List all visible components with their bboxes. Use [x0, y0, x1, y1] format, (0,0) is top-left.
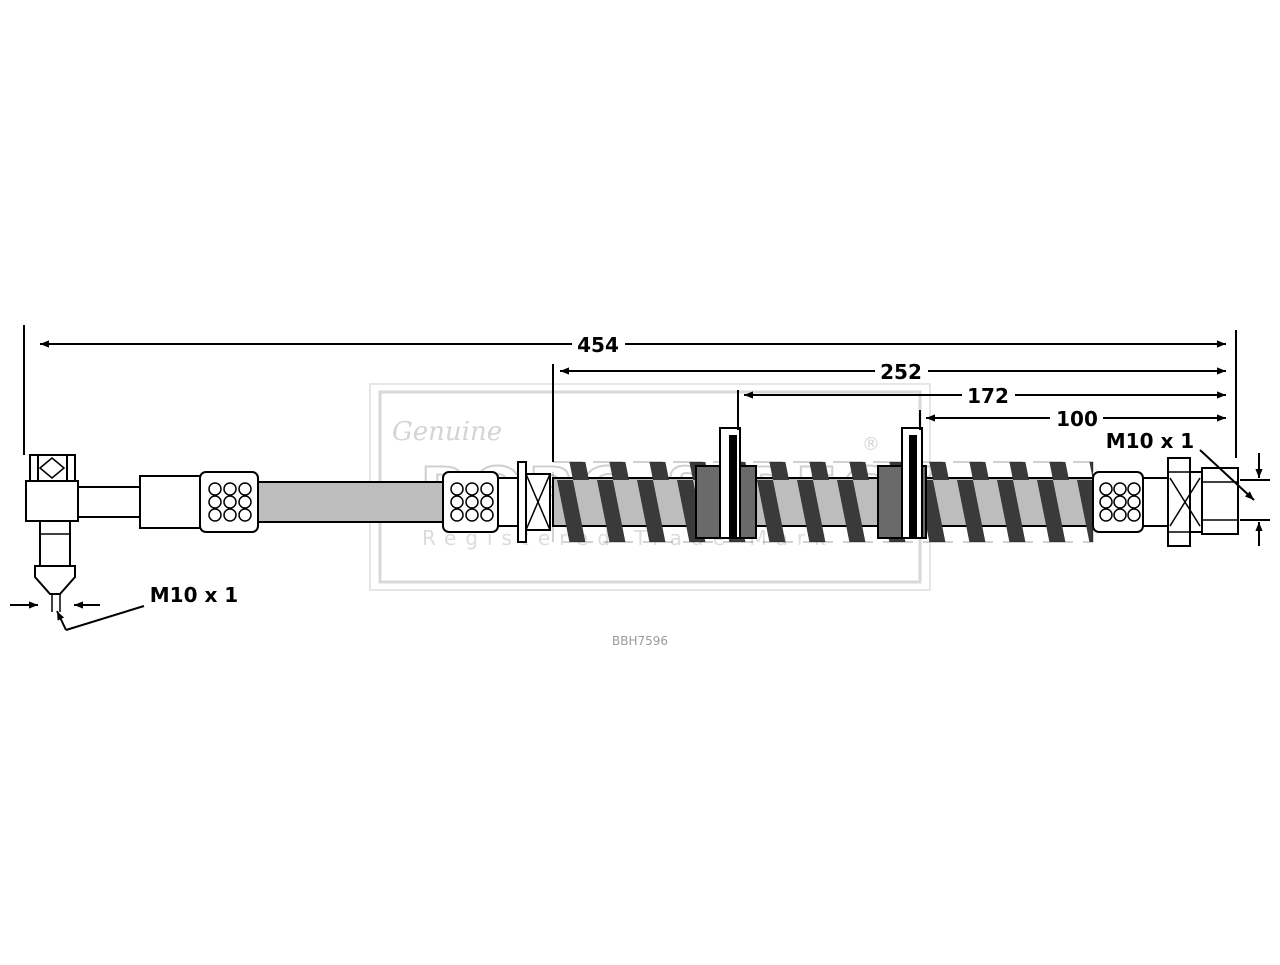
left-fitting-tip: [34, 565, 76, 595]
part-code: BBH7596: [612, 634, 668, 648]
dim-label-100: 100: [1056, 407, 1098, 431]
left-banjo-fitting: [25, 454, 141, 612]
watermark-script: Genuine: [392, 417, 502, 447]
left-fitting-body: [25, 480, 79, 522]
dim-label-252: 252: [880, 360, 922, 384]
hose-plain-section: [257, 481, 444, 523]
dim-label-overall: 454: [577, 333, 619, 357]
right-female-fitting: [1167, 457, 1239, 547]
dim-label-172: 172: [967, 384, 1009, 408]
left-fitting-stem: [39, 520, 71, 567]
right-hex-nut: [1201, 467, 1239, 535]
middle-crimp-ferrule: [442, 461, 551, 543]
watermark-registered-mark: ®: [862, 434, 880, 455]
left-crimp-ferrule: [139, 471, 259, 533]
mounting-clip-1: [695, 427, 757, 539]
left-steel-tube: [77, 486, 141, 518]
dimension-lines: [10, 325, 1270, 631]
thread-label-left: M10 x 1: [150, 583, 238, 607]
spring-guard-section: [552, 461, 1094, 543]
right-crimp-ferrule: [1092, 471, 1169, 533]
thread-label-right: M10 x 1: [1106, 429, 1194, 453]
mounting-clip-2: [877, 427, 927, 539]
spring-coil: [553, 462, 1093, 542]
